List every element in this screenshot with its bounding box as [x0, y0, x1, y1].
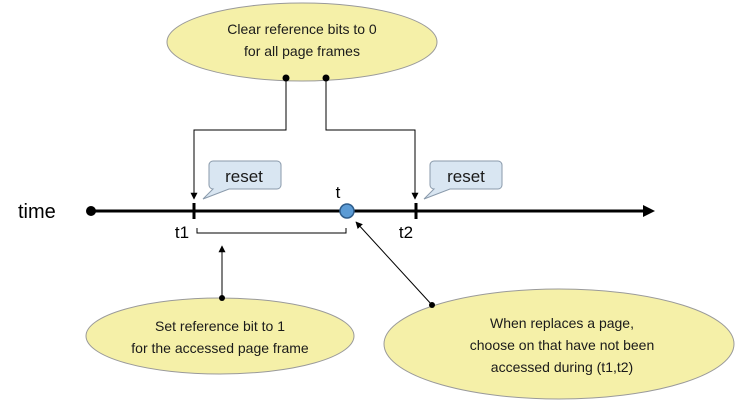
tick-t2-label: t2 [399, 223, 413, 242]
bottom-right-connector [355, 221, 435, 308]
top-callout-ellipse [166, 2, 438, 82]
bottom-right-callout-line3: accessed during (t1,t2) [491, 359, 633, 375]
timeline-arrowhead [643, 205, 655, 217]
timeline-axis-label: time [18, 201, 56, 223]
reset-tag-right-shape [423, 160, 503, 200]
bottom-right-callout-ellipse [383, 288, 735, 400]
reset-tag-left-shape [202, 160, 282, 200]
bottom-left-callout-line2: for the accessed page frame [131, 340, 309, 356]
bottom-right-callout-line1: When replaces a page, [490, 315, 634, 331]
reset-tag-left: reset [202, 160, 282, 200]
top-callout: Clear reference bits to 0 for all page f… [166, 2, 438, 82]
current-time-label: t [336, 183, 341, 202]
timeline: time t1 t2 t [18, 183, 655, 242]
reset-tag-right: reset [423, 160, 503, 200]
top-callout-line2: for all page frames [244, 43, 360, 59]
bottom-right-callout-line2: choose on that have not been [470, 337, 654, 353]
connector-to-t1 [190, 78, 287, 200]
reset-tag-left-label: reset [225, 167, 263, 186]
bottom-left-connector [218, 245, 226, 301]
top-connectors [190, 74, 419, 200]
bottom-left-callout: Set reference bit to 1 for the accessed … [85, 297, 355, 375]
access-interval-bracket [196, 228, 347, 234]
bottom-right-arrow [355, 221, 433, 306]
bottom-left-callout-line1: Set reference bit to 1 [155, 318, 285, 334]
current-time-marker [339, 203, 355, 219]
top-callout-line1: Clear reference bits to 0 [227, 21, 377, 37]
bottom-left-callout-ellipse [85, 297, 355, 375]
tick-t1-label: t1 [175, 223, 189, 242]
connector-to-t2 [325, 78, 419, 200]
bottom-right-callout: When replaces a page, choose on that hav… [383, 288, 735, 400]
reset-tag-right-label: reset [447, 167, 485, 186]
